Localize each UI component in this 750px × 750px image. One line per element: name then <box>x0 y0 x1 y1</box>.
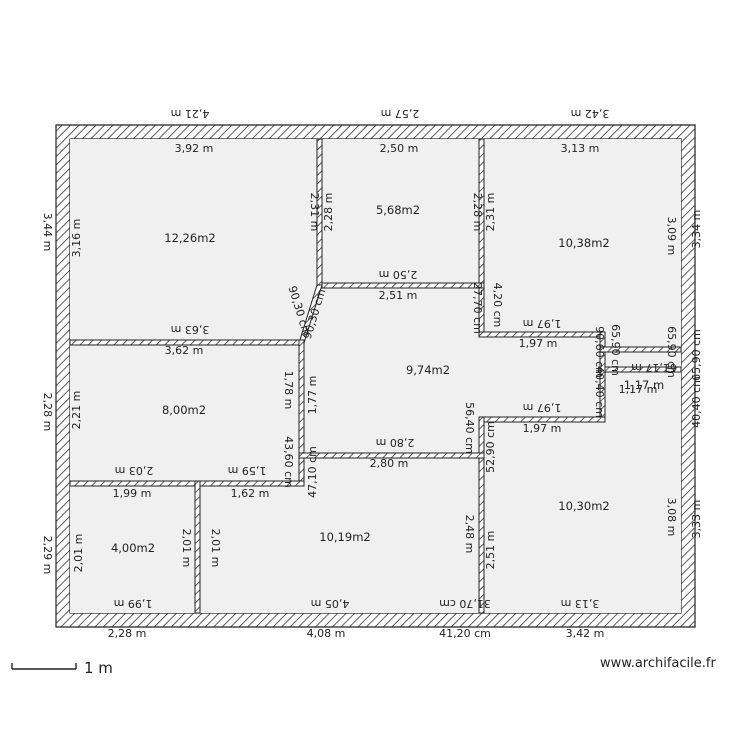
dimension-label: 1,78 m <box>282 371 295 410</box>
dimension-label: 4,08 m <box>307 627 346 640</box>
dimension-label: 2,28 m <box>322 193 335 232</box>
dimension-label: 1,17 m <box>619 383 658 396</box>
dimension-label: 4,21 m <box>171 107 210 120</box>
dimension-label: 3,08 m <box>665 498 678 537</box>
room-area: 10,38m2 <box>558 236 609 250</box>
dimension-label: 3,62 m <box>165 344 204 357</box>
room-area: 4,00m2 <box>111 541 155 555</box>
dimension-label: 3,34 m <box>690 210 703 249</box>
dimension-label: 2,03 m <box>115 464 154 477</box>
room-floors <box>70 139 681 613</box>
dimension-label: 1,97 m <box>523 422 562 435</box>
dimension-label: 2,51 m <box>379 289 418 302</box>
dimension-label: 2,48 m <box>463 515 476 554</box>
room-area: 8,00m2 <box>162 403 206 417</box>
dimension-label: 2,50 m <box>379 268 418 281</box>
dimension-label: 2,80 m <box>370 457 409 470</box>
wall-top-mid-bottom <box>321 282 485 289</box>
dimension-label: 1,97 m <box>519 337 558 350</box>
wall-bottom-left-right <box>194 480 201 614</box>
dimension-label: 3,13 m <box>561 142 600 155</box>
dimension-label: 2,29 m <box>41 536 54 575</box>
wall-bottom-left-top <box>69 480 305 487</box>
dimension-label: 3,63 m <box>171 323 210 336</box>
dimension-label: 2,31 m <box>484 193 497 232</box>
dimension-label: 2,28 m <box>108 627 147 640</box>
dimension-label: 1,77 m <box>306 376 319 415</box>
dimension-label: 4,20 cm <box>491 283 504 328</box>
dimension-label: 2,21 m <box>70 391 83 430</box>
dimension-label: 2,80 m <box>376 436 415 449</box>
dimension-label: 4,05 m <box>311 597 350 610</box>
dimension-label: 1,62 m <box>231 487 270 500</box>
watermark: www.archifacile.fr <box>600 656 716 671</box>
room-area: 1,17 m <box>624 378 664 392</box>
wall-mid-left-right <box>298 339 305 484</box>
dimension-label: 47,10 cm <box>306 446 319 498</box>
dimension-label: 56,40 cm <box>463 402 476 454</box>
wall-closet-mid <box>599 346 682 353</box>
wall-closet-bottom <box>604 366 682 373</box>
dimension-label: 2,57 m <box>381 107 420 120</box>
dimension-label: 65,90 cm <box>690 329 703 381</box>
dimension-label: 1,59 m <box>228 464 267 477</box>
dimension-label: 3,33 m <box>690 500 703 539</box>
dimension-label: 1,99 m <box>113 487 152 500</box>
interior-walls <box>69 138 682 614</box>
dimension-label: 3,92 m <box>175 142 214 155</box>
dimension-label: 2,01 m <box>180 529 193 568</box>
dimension-label: 1,97 m <box>523 401 562 414</box>
dimension-label: 3,09 m <box>665 217 678 256</box>
inner-dimensions: 3,92 m 2,50 m 3,13 m 2,31 m 2,28 m 2,28 … <box>70 142 678 610</box>
scale-label: 1 m <box>84 659 113 677</box>
dimension-label: 2,01 m <box>72 534 85 573</box>
dimension-label: 90,60 cm <box>593 326 606 378</box>
dimension-label: 2,28 m <box>41 393 54 432</box>
dimension-label: 41,20 cm <box>439 627 491 640</box>
room-areas: 12,26m2 5,68m2 10,38m2 8,00m2 9,74m2 1,1… <box>111 203 664 555</box>
room-area: 5,68m2 <box>376 203 420 217</box>
dimension-label: 3,42 m <box>571 107 610 120</box>
dimension-label: 65,90 cm <box>609 324 622 376</box>
dimension-label: 2,31 m <box>308 193 321 232</box>
dimension-label: 43,60 cm <box>282 436 295 488</box>
dimension-label: 65,90 cm <box>665 326 678 378</box>
dimension-label: 40,40 cm <box>593 366 606 418</box>
dimension-label: 3,16 m <box>70 219 83 258</box>
dimension-label: 3,44 m <box>41 213 54 252</box>
scale-bar: 1 m <box>11 659 113 677</box>
dimension-label: 31,70 cm <box>439 597 491 610</box>
outer-dimensions: 4,21 m 2,57 m 3,42 m 2,28 m 4,08 m 41,20… <box>41 107 703 640</box>
dimension-label: 3,13 m <box>561 597 600 610</box>
room-area: 12,26m2 <box>164 231 215 245</box>
dimension-label: 1,97 m <box>523 317 562 330</box>
dimension-label: 1,99 m <box>114 597 153 610</box>
dimension-label: 2,01 m <box>209 529 222 568</box>
dimension-label: 61,17 m <box>631 361 677 374</box>
dimension-label: 40,40 cm <box>690 376 703 428</box>
wall-bottom-right-left <box>478 416 485 614</box>
dimension-label: 3,42 m <box>566 627 605 640</box>
dimension-label: 27,70 cm <box>471 282 484 334</box>
wall-hall-bottom <box>298 452 485 459</box>
room-area: 9,74m2 <box>406 363 450 377</box>
dimension-label: 52,90 cm <box>484 421 497 473</box>
dimension-label: 2,28 m <box>471 193 484 232</box>
room-area: 10,30m2 <box>558 499 609 513</box>
dimension-label: 2,51 m <box>484 531 497 570</box>
room-area: 10,19m2 <box>319 530 370 544</box>
dimension-label: 2,50 m <box>380 142 419 155</box>
